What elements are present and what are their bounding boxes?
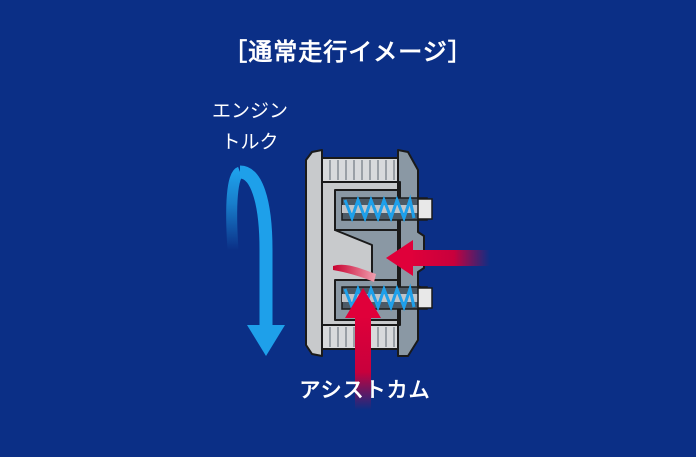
clutch-fins: [329, 160, 395, 347]
arrow-up-icon: [345, 288, 381, 410]
assist-cam-fin: [333, 264, 376, 282]
arrow-left-icon: [386, 240, 490, 276]
engine-torque-label-line2: トルク: [221, 131, 279, 153]
engine-torque-label-line1: エンジン: [211, 100, 288, 122]
assist-cam-label: アシストカム: [299, 378, 431, 402]
spring-top: [341, 194, 433, 223]
rotation-arrow-icon: [226, 165, 285, 356]
diagram-title: ［通常走行イメージ］: [223, 38, 473, 66]
engine-torque-label: エンジン トルク: [200, 96, 300, 158]
